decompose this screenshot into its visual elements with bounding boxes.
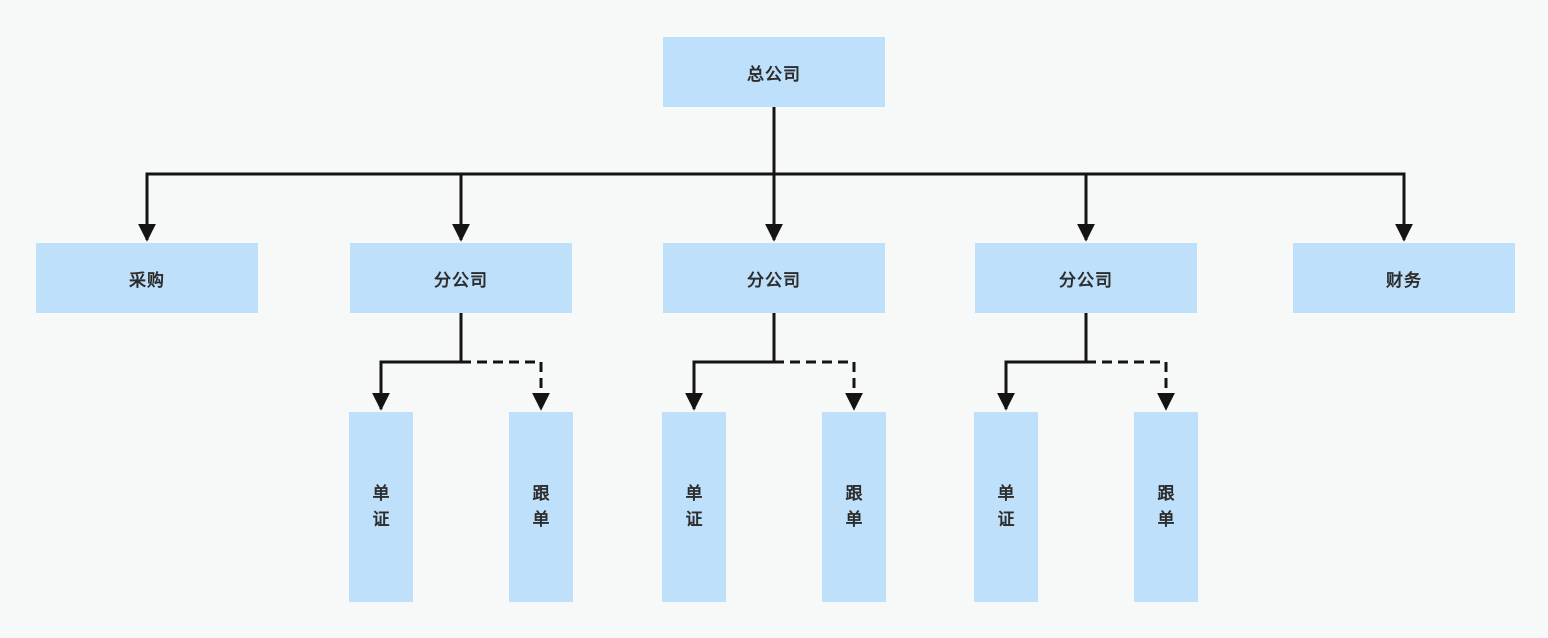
node-finance[interactable]: 财务 <box>1293 243 1515 313</box>
connector-branch2-dashed-to-merchandising <box>774 360 863 411</box>
connector-branch2-solid-to-docs <box>685 360 776 411</box>
connector-branch1-dashed-to-merchandising <box>461 360 550 411</box>
node-documentation-2-label: 单证 <box>685 484 703 529</box>
node-branch-company-1-label: 分公司 <box>434 270 488 290</box>
node-branch-company-2[interactable]: 分公司 <box>663 243 885 313</box>
node-branch-company-1[interactable]: 分公司 <box>350 243 572 313</box>
node-documentation-3[interactable]: 单证 <box>974 412 1038 602</box>
node-merchandising-1[interactable]: 跟单 <box>509 412 573 602</box>
connector-branch3-dashed-to-merchandising <box>1086 360 1175 411</box>
node-documentation-2[interactable]: 单证 <box>662 412 726 602</box>
node-branch-company-3-label: 分公司 <box>1059 270 1113 290</box>
connector-branch1-solid-to-docs <box>372 360 463 411</box>
node-branch-company-2-label: 分公司 <box>747 270 801 290</box>
node-procurement[interactable]: 采购 <box>36 243 258 313</box>
node-merchandising-2-label: 跟单 <box>845 484 863 529</box>
node-branch-company-3[interactable]: 分公司 <box>975 243 1197 313</box>
connector-branch3-solid-to-docs <box>997 360 1088 411</box>
node-documentation-3-label: 单证 <box>997 484 1015 529</box>
node-finance-label: 财务 <box>1386 270 1422 290</box>
node-procurement-label: 采购 <box>129 270 165 290</box>
node-merchandising-3[interactable]: 跟单 <box>1134 412 1198 602</box>
node-merchandising-2[interactable]: 跟单 <box>822 412 886 602</box>
node-documentation-1-label: 单证 <box>372 484 390 529</box>
node-merchandising-1-label: 跟单 <box>532 484 550 529</box>
node-merchandising-3-label: 跟单 <box>1157 484 1175 529</box>
node-documentation-1[interactable]: 单证 <box>349 412 413 602</box>
node-head-office-label: 总公司 <box>747 64 801 84</box>
node-head-office[interactable]: 总公司 <box>663 37 885 107</box>
